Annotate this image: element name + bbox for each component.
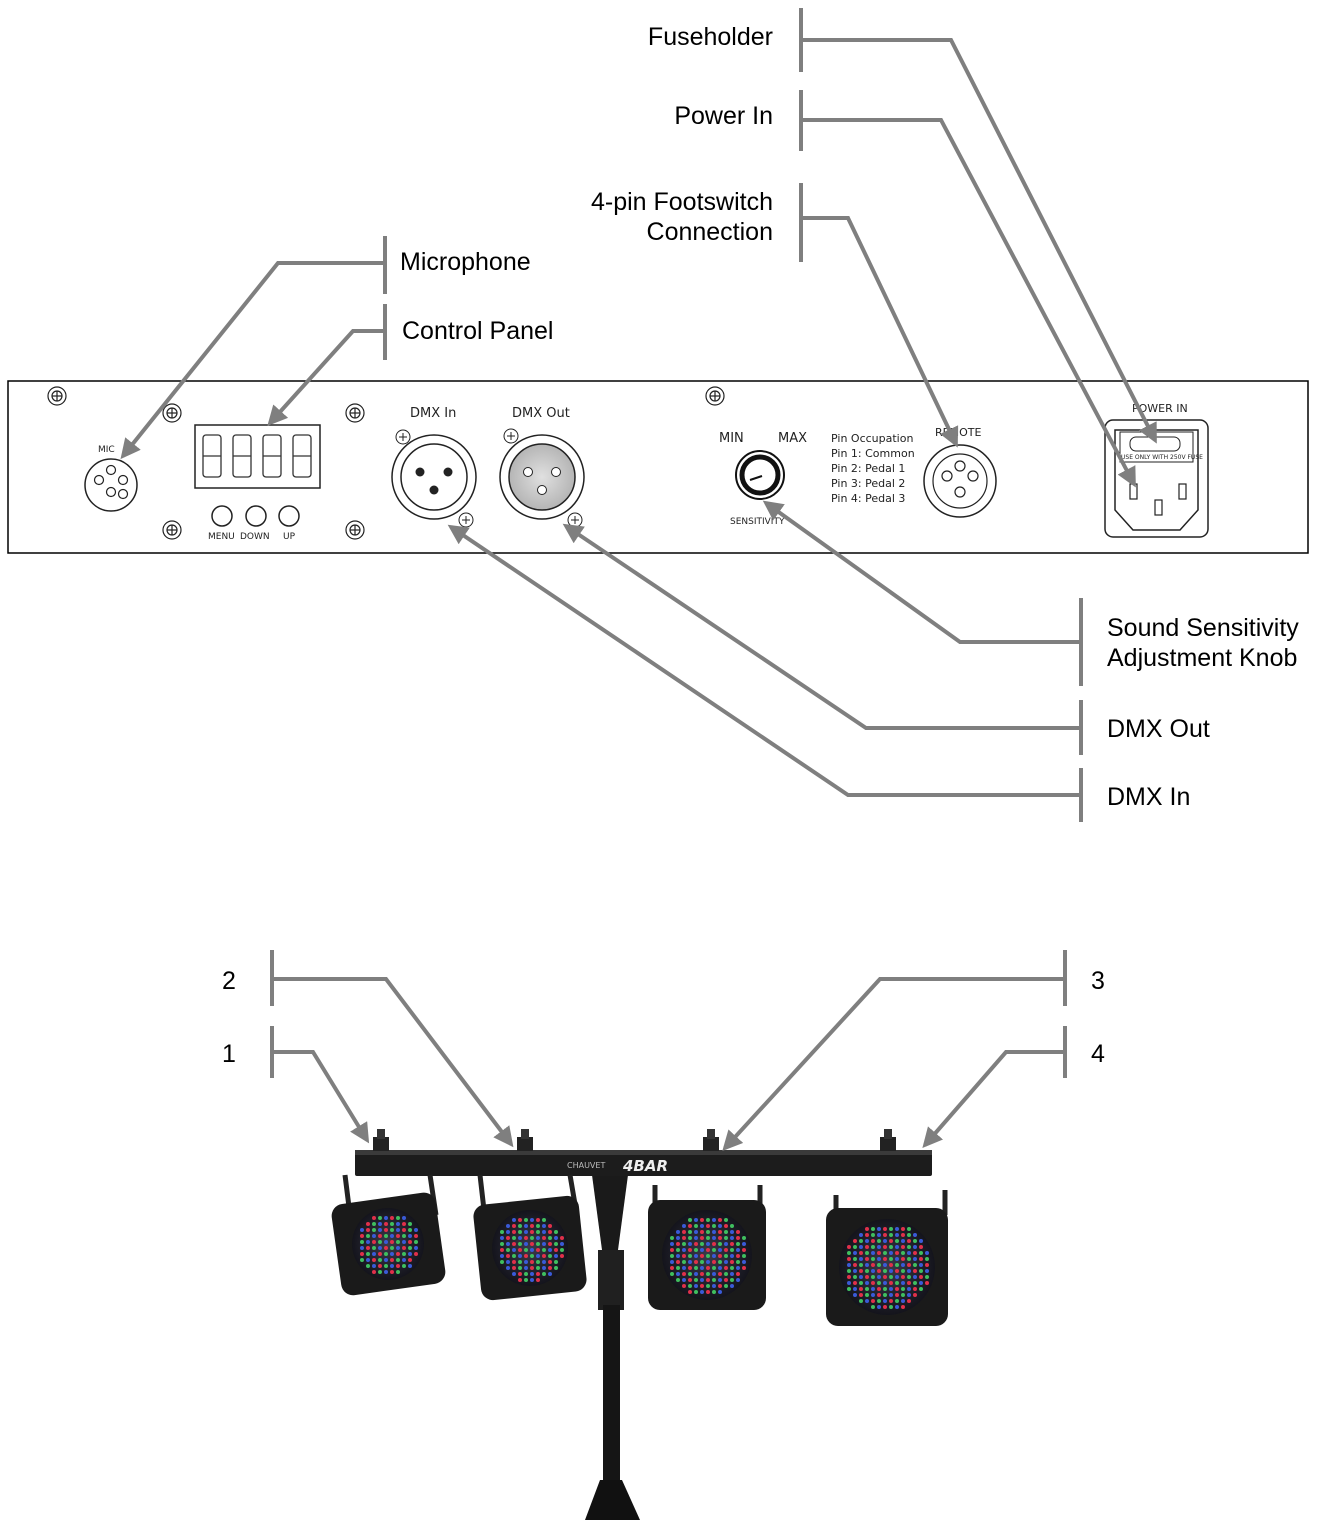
svg-text:Pin 3: Pedal 2: Pin 3: Pedal 2 xyxy=(831,477,905,490)
brand-label: CHAUVET xyxy=(567,1161,605,1170)
svg-text:Pin 1: Common: Pin 1: Common xyxy=(831,447,915,460)
down-button[interactable] xyxy=(245,505,267,527)
callout-footswitch-line2: Connection xyxy=(647,218,773,246)
sensitivity-knob[interactable] xyxy=(735,450,785,500)
mic-connector-icon xyxy=(84,458,138,512)
callout-sensitivity-line2: Adjustment Knob xyxy=(1107,644,1297,672)
led-face-1 xyxy=(352,1208,424,1280)
power-in-panel-label: POWER IN xyxy=(1132,402,1188,415)
callout-sensitivity-line1: Sound Sensitivity xyxy=(1107,614,1299,642)
menu-button[interactable] xyxy=(211,505,233,527)
min-label: MIN xyxy=(719,431,744,446)
fixture-2 xyxy=(473,1174,587,1301)
remote-connector-icon xyxy=(923,444,997,518)
callout-dmx-in: DMX In xyxy=(1107,783,1190,811)
svg-text:Pin Occupation: Pin Occupation xyxy=(831,432,913,445)
callout-lines-bottom xyxy=(270,950,1067,1151)
down-label: DOWN xyxy=(240,532,270,542)
callout-1: 1 xyxy=(222,1040,236,1068)
dmx-out-connector-icon xyxy=(499,428,585,528)
callout-microphone: Microphone xyxy=(400,248,531,276)
dmx-in-panel-label: DMX In xyxy=(410,406,456,421)
model-label: 4BAR xyxy=(622,1157,668,1175)
dmx-out-panel-label: DMX Out xyxy=(512,406,570,421)
callout-3: 3 xyxy=(1091,967,1105,995)
sensitivity-label: SENSITIVITY xyxy=(730,517,785,527)
led-face-2 xyxy=(492,1210,568,1286)
fuse-note: USE ONLY WITH 250V FUSE xyxy=(1121,454,1203,461)
callout-footswitch-line1: 4-pin Footswitch xyxy=(591,188,773,216)
callout-power-in: Power In xyxy=(674,102,773,130)
up-button[interactable] xyxy=(278,505,300,527)
power-inlet-icon xyxy=(1104,419,1209,538)
light-bar-photo: CHAUVET 4BAR xyxy=(331,1129,948,1520)
menu-label: MENU xyxy=(208,532,235,542)
mic-label: MIC xyxy=(98,445,115,455)
svg-text:Pin 4: Pedal 3: Pin 4: Pedal 3 xyxy=(831,492,905,505)
callout-2: 2 xyxy=(222,967,236,995)
led-dots xyxy=(360,1216,929,1309)
callout-4: 4 xyxy=(1091,1040,1105,1068)
callout-lines-top xyxy=(120,8,1157,822)
svg-text:Pin 2: Pedal 1: Pin 2: Pedal 1 xyxy=(831,462,905,475)
led-face-4 xyxy=(839,1219,935,1315)
max-label: MAX xyxy=(778,431,807,446)
callout-control-panel: Control Panel xyxy=(402,317,553,345)
remote-label: REMOTE xyxy=(935,426,981,439)
dmx-in-connector-icon xyxy=(391,429,477,528)
rear-panel: MIC MENU DOWN UP DMX In xyxy=(7,380,1309,554)
up-label: UP xyxy=(283,532,296,542)
screw-icon xyxy=(47,386,725,540)
fixture-1 xyxy=(331,1174,446,1296)
fixture-4 xyxy=(826,1190,948,1326)
led-display xyxy=(194,424,321,489)
callout-dmx-out: DMX Out xyxy=(1107,715,1210,743)
callout-fuseholder: Fuseholder xyxy=(648,23,773,51)
pin-occupation-text: Pin Occupation Pin 1: Common Pin 2: Peda… xyxy=(831,432,915,505)
